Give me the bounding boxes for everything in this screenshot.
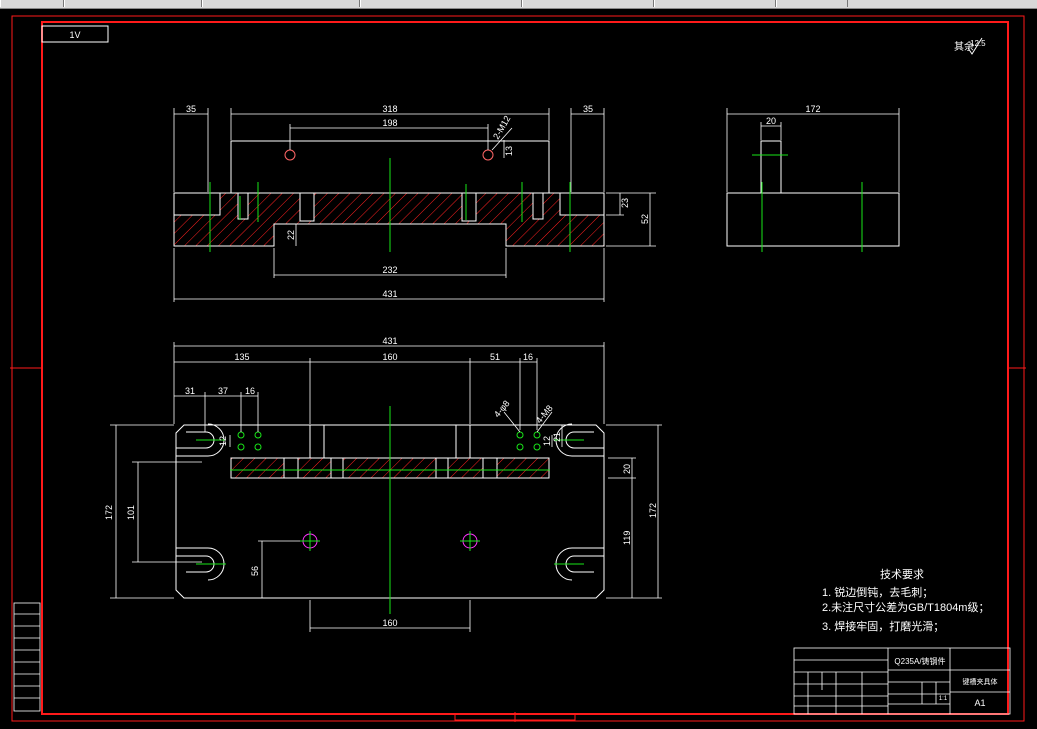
svg-text:2-M12: 2-M12 (491, 114, 512, 141)
tech-title: 技术要求 (880, 568, 924, 581)
svg-text:13: 13 (504, 146, 514, 156)
technical-requirements: 技术要求 1. 锐边倒钝，去毛刺； 2.未注尺寸公差为GB/T1804m级； 3… (822, 568, 989, 633)
svg-text:16: 16 (523, 352, 533, 362)
drawing-frame (10, 15, 1026, 722)
tech-item: 3. 焊接牢固，打磨光滑； (822, 619, 944, 633)
svg-text:35: 35 (186, 104, 196, 114)
svg-text:52: 52 (640, 214, 650, 224)
toolbar-tab[interactable] (360, 0, 522, 7)
svg-text:318: 318 (382, 104, 397, 114)
front-view (173, 108, 656, 302)
svg-text:431: 431 (382, 336, 397, 346)
revision-block (13, 602, 41, 712)
svg-text:51: 51 (490, 352, 500, 362)
svg-text:37: 37 (218, 386, 228, 396)
svg-text:A1: A1 (974, 698, 985, 708)
svg-text:21: 21 (552, 432, 562, 442)
toolbar-tab[interactable] (776, 0, 848, 7)
svg-text:31: 31 (185, 386, 195, 396)
toolbar-tab[interactable] (0, 0, 64, 7)
svg-text:23: 23 (620, 198, 630, 208)
svg-text:232: 232 (382, 265, 397, 275)
cad-drawing-canvas[interactable]: 1V 其余 12.5 (0, 9, 1037, 729)
plan-dimension-labels: 431 135 160 51 16 31 37 16 4-φ8 4-M8 12 … (104, 336, 658, 628)
code-box: 1V (41, 25, 109, 43)
side-view (726, 108, 900, 252)
side-dimension-labels: 172 20 (766, 104, 821, 126)
svg-text:20: 20 (622, 464, 632, 474)
svg-text:172: 172 (104, 505, 114, 520)
tech-item: 1. 锐边倒钝，去毛刺； (822, 585, 933, 599)
svg-text:20: 20 (766, 116, 776, 126)
toolbar-tab[interactable] (522, 0, 654, 7)
svg-text:135: 135 (234, 352, 249, 362)
toolbar-tab[interactable] (202, 0, 360, 7)
roughness-note: 其余 12.5 (954, 37, 986, 55)
svg-text:1:1: 1:1 (939, 696, 948, 702)
tech-item: 2.未注尺寸公差为GB/T1804m级； (822, 600, 989, 614)
svg-text:1V: 1V (69, 30, 80, 40)
svg-text:160: 160 (382, 618, 397, 628)
toolbar-tab[interactable] (654, 0, 776, 7)
svg-text:键槽夹具体: 键槽夹具体 (963, 677, 998, 686)
svg-text:12: 12 (218, 436, 228, 446)
plan-view (110, 342, 662, 632)
svg-text:431: 431 (382, 289, 397, 299)
svg-text:160: 160 (382, 352, 397, 362)
svg-text:4-φ8: 4-φ8 (492, 398, 512, 419)
svg-text:Q235A/铸钢件: Q235A/铸钢件 (894, 656, 945, 666)
svg-text:16: 16 (245, 386, 255, 396)
svg-text:172: 172 (805, 104, 820, 114)
svg-text:22: 22 (286, 230, 296, 240)
svg-text:198: 198 (382, 118, 397, 128)
app-toolbar (0, 0, 1037, 9)
toolbar-tab[interactable] (64, 0, 202, 7)
svg-text:35: 35 (583, 104, 593, 114)
svg-text:101: 101 (126, 505, 136, 520)
svg-text:56: 56 (250, 566, 260, 576)
svg-text:12: 12 (542, 436, 552, 446)
svg-text:172: 172 (648, 503, 658, 518)
title-block (793, 647, 1011, 715)
svg-text:119: 119 (622, 531, 632, 545)
title-block-text: Q235A/铸钢件 键槽夹具体 A1 1:1 (894, 656, 997, 708)
